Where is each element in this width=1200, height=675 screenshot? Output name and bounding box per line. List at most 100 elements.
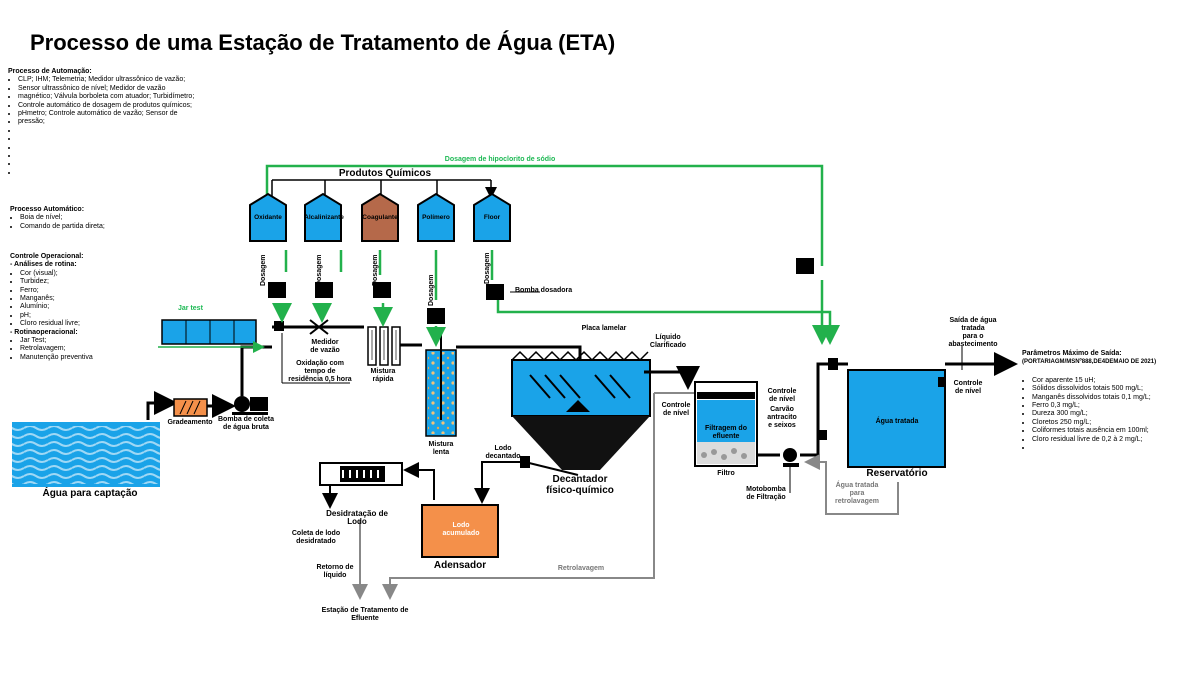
dosing-label: Dosagem bbox=[484, 252, 491, 284]
routine-item: Alumínio; bbox=[20, 303, 160, 311]
automation-item bbox=[18, 144, 213, 152]
params-heading: Parâmetros Máximo de Saída: bbox=[1022, 350, 1122, 357]
automation-item: Controle automático de dosagem de produt… bbox=[18, 102, 213, 110]
tank-label: Coagulante bbox=[362, 214, 398, 221]
param-item: Sólidos dissolvidos totais 500 mg/L; bbox=[1032, 385, 1192, 393]
slow-mix-label: Mistura lenta bbox=[428, 441, 454, 456]
dewatering-unit bbox=[319, 462, 403, 486]
thickener-inside-label: Lodo acumulado bbox=[442, 522, 480, 537]
intake-pipe bbox=[146, 391, 178, 420]
grating-label: Gradeamento bbox=[167, 419, 213, 426]
routine-item: Ferro; bbox=[20, 287, 160, 295]
param-item: Ferro 0,3 mg/L; bbox=[1032, 402, 1192, 410]
automation-panel: Processo de Automação: CLP; IHM; Telemet… bbox=[8, 68, 213, 177]
ops-heading: - Rotinaoperacional: bbox=[10, 328, 78, 336]
automation-heading: Processo de Automação: bbox=[8, 68, 92, 75]
automatic-item: Comando de partida direta; bbox=[20, 223, 160, 231]
ops-item: Jar Test; bbox=[20, 337, 160, 345]
carbon-label: Carvão antracito e seixos bbox=[767, 406, 797, 429]
params-sub: (PORTARIAGM/MSNº888,DE4DEMAIO DE 2021) bbox=[1022, 359, 1157, 366]
backwash-water-label: Água tratada para retrolavagem bbox=[835, 482, 879, 505]
routine-item: Cor (visual); bbox=[20, 270, 160, 278]
filter-tank bbox=[694, 381, 758, 467]
fast-mix-unit bbox=[367, 326, 401, 366]
filtering-label: Filtragem do efluente bbox=[704, 425, 747, 440]
routine-item: Cloro residual livre; bbox=[20, 320, 160, 328]
intake-basin bbox=[12, 422, 160, 487]
param-item: Cloretos 250 mg/L; bbox=[1032, 419, 1192, 427]
dosing-label: Dosagem bbox=[428, 274, 435, 306]
automation-item: magnético; Válvula borboleta com atuador… bbox=[18, 93, 213, 101]
automation-item: CLP; IHM; Telemetria; Medidor ultrassôni… bbox=[18, 76, 213, 84]
tank-label: Oxidante bbox=[254, 214, 282, 221]
grating-unit bbox=[173, 398, 208, 417]
automation-item: pHmetro; Controle automático de vazão; S… bbox=[18, 110, 213, 118]
param-item: Cloro residual livre de 0,2 à 2 mg/L; bbox=[1032, 436, 1192, 444]
level-control-label: Controle de nível bbox=[953, 380, 983, 395]
automation-item bbox=[18, 135, 213, 143]
level-control-label: Controle de nível bbox=[767, 388, 797, 403]
reservoir-label: Reservatório bbox=[866, 468, 928, 479]
effluent-label: Estação de Tratamento de Efluente bbox=[321, 607, 409, 622]
raw-water-pump-icon bbox=[232, 396, 268, 415]
dosing-label: Dosagem bbox=[316, 254, 323, 286]
dewater-label: Desidratação de Lodo bbox=[326, 509, 388, 526]
backwash-label: Retrolavagem bbox=[557, 565, 605, 572]
clarified-label: Líquido Clarificado bbox=[649, 334, 687, 349]
tank-label: Polímero bbox=[422, 214, 450, 221]
reservoir-tank bbox=[847, 369, 946, 468]
routine-item: pH; bbox=[20, 312, 160, 320]
param-item: Dureza 300 mg/L; bbox=[1032, 410, 1192, 418]
automation-item bbox=[18, 127, 213, 135]
lamella-label: Placa lamelar bbox=[581, 325, 627, 332]
params-panel: Parâmetros Máximo de Saída: (PORTARIAGM/… bbox=[1022, 350, 1192, 452]
capture-label: Água para captação bbox=[42, 488, 138, 499]
flow-meter-label: Medidor de vazão bbox=[310, 339, 340, 354]
thickener-label: Adensador bbox=[433, 560, 487, 571]
dosing-label: Dosagem bbox=[372, 254, 379, 286]
param-item: Cor aparente 15 uH; bbox=[1032, 377, 1192, 385]
operational-heading: Controle Operacional: bbox=[10, 253, 84, 260]
tank-label: Alcalinizante bbox=[304, 214, 344, 221]
hypochlorite-label: Dosagem de hipoclorito de sódio bbox=[444, 156, 556, 163]
chem-tanks bbox=[249, 192, 511, 242]
dosing-pump-label: Bomba dosadora bbox=[515, 287, 573, 294]
filter-pump-label: Motobomba de Filtração bbox=[746, 486, 786, 501]
page-title: Processo de uma Estação de Tratamento de… bbox=[30, 30, 616, 55]
reservoir-water-label: Água tratada bbox=[875, 418, 919, 425]
operational-panel: Controle Operacional: - Análises de roti… bbox=[10, 253, 160, 362]
inline-valve bbox=[274, 321, 284, 331]
param-item bbox=[1032, 444, 1192, 452]
automatic-heading: Processo Automático: bbox=[10, 206, 85, 213]
automation-item: Sensor ultrassônico de nível; Medidor de… bbox=[18, 85, 213, 93]
ops-item: Manutenção preventiva bbox=[20, 354, 160, 362]
decanter-label: Decantador físico-químico bbox=[546, 474, 614, 496]
collect-label: Coleta de lodo desidratado bbox=[291, 530, 341, 545]
filter-pump-icon bbox=[783, 448, 799, 467]
decanter bbox=[511, 350, 651, 470]
chemicals-title: Produtos Químicos bbox=[338, 168, 432, 179]
oxidation-label: Oxidação com tempo de residência 0,5 hor… bbox=[288, 360, 352, 383]
exit-label: Saída de água tratada para o abastecimen… bbox=[948, 317, 998, 348]
automation-item bbox=[18, 160, 213, 168]
automation-item bbox=[18, 169, 213, 177]
level-control-label: Controle de nível bbox=[661, 402, 691, 417]
routine-heading: - Análises de rotina: bbox=[10, 261, 77, 269]
routine-item: Manganês; bbox=[20, 295, 160, 303]
automatic-panel: Processo Automático: Boia de nível; Coma… bbox=[10, 206, 160, 231]
jar-test bbox=[161, 319, 257, 345]
dosing-pump-icons bbox=[268, 258, 814, 324]
slow-mix-column bbox=[425, 335, 457, 437]
automation-item: pressão; bbox=[18, 118, 213, 126]
param-item: Coliformes totais ausência em 100ml; bbox=[1032, 427, 1192, 435]
fast-mix-label: Mistura rápida bbox=[370, 368, 396, 383]
ops-item: Retrolavagem; bbox=[20, 345, 160, 353]
param-item: Manganês dissolvidos totais 0,1 mg/L; bbox=[1032, 394, 1192, 402]
automatic-item: Boia de nível; bbox=[20, 214, 160, 222]
sludge-decanted-label: Lodo decantado bbox=[485, 445, 521, 460]
tank-label: Floor bbox=[483, 214, 501, 221]
thickener-tank bbox=[421, 504, 499, 558]
filter-label: Filtro bbox=[717, 470, 735, 477]
raw-pump-label: Bomba de coleta de água bruta bbox=[217, 416, 274, 431]
